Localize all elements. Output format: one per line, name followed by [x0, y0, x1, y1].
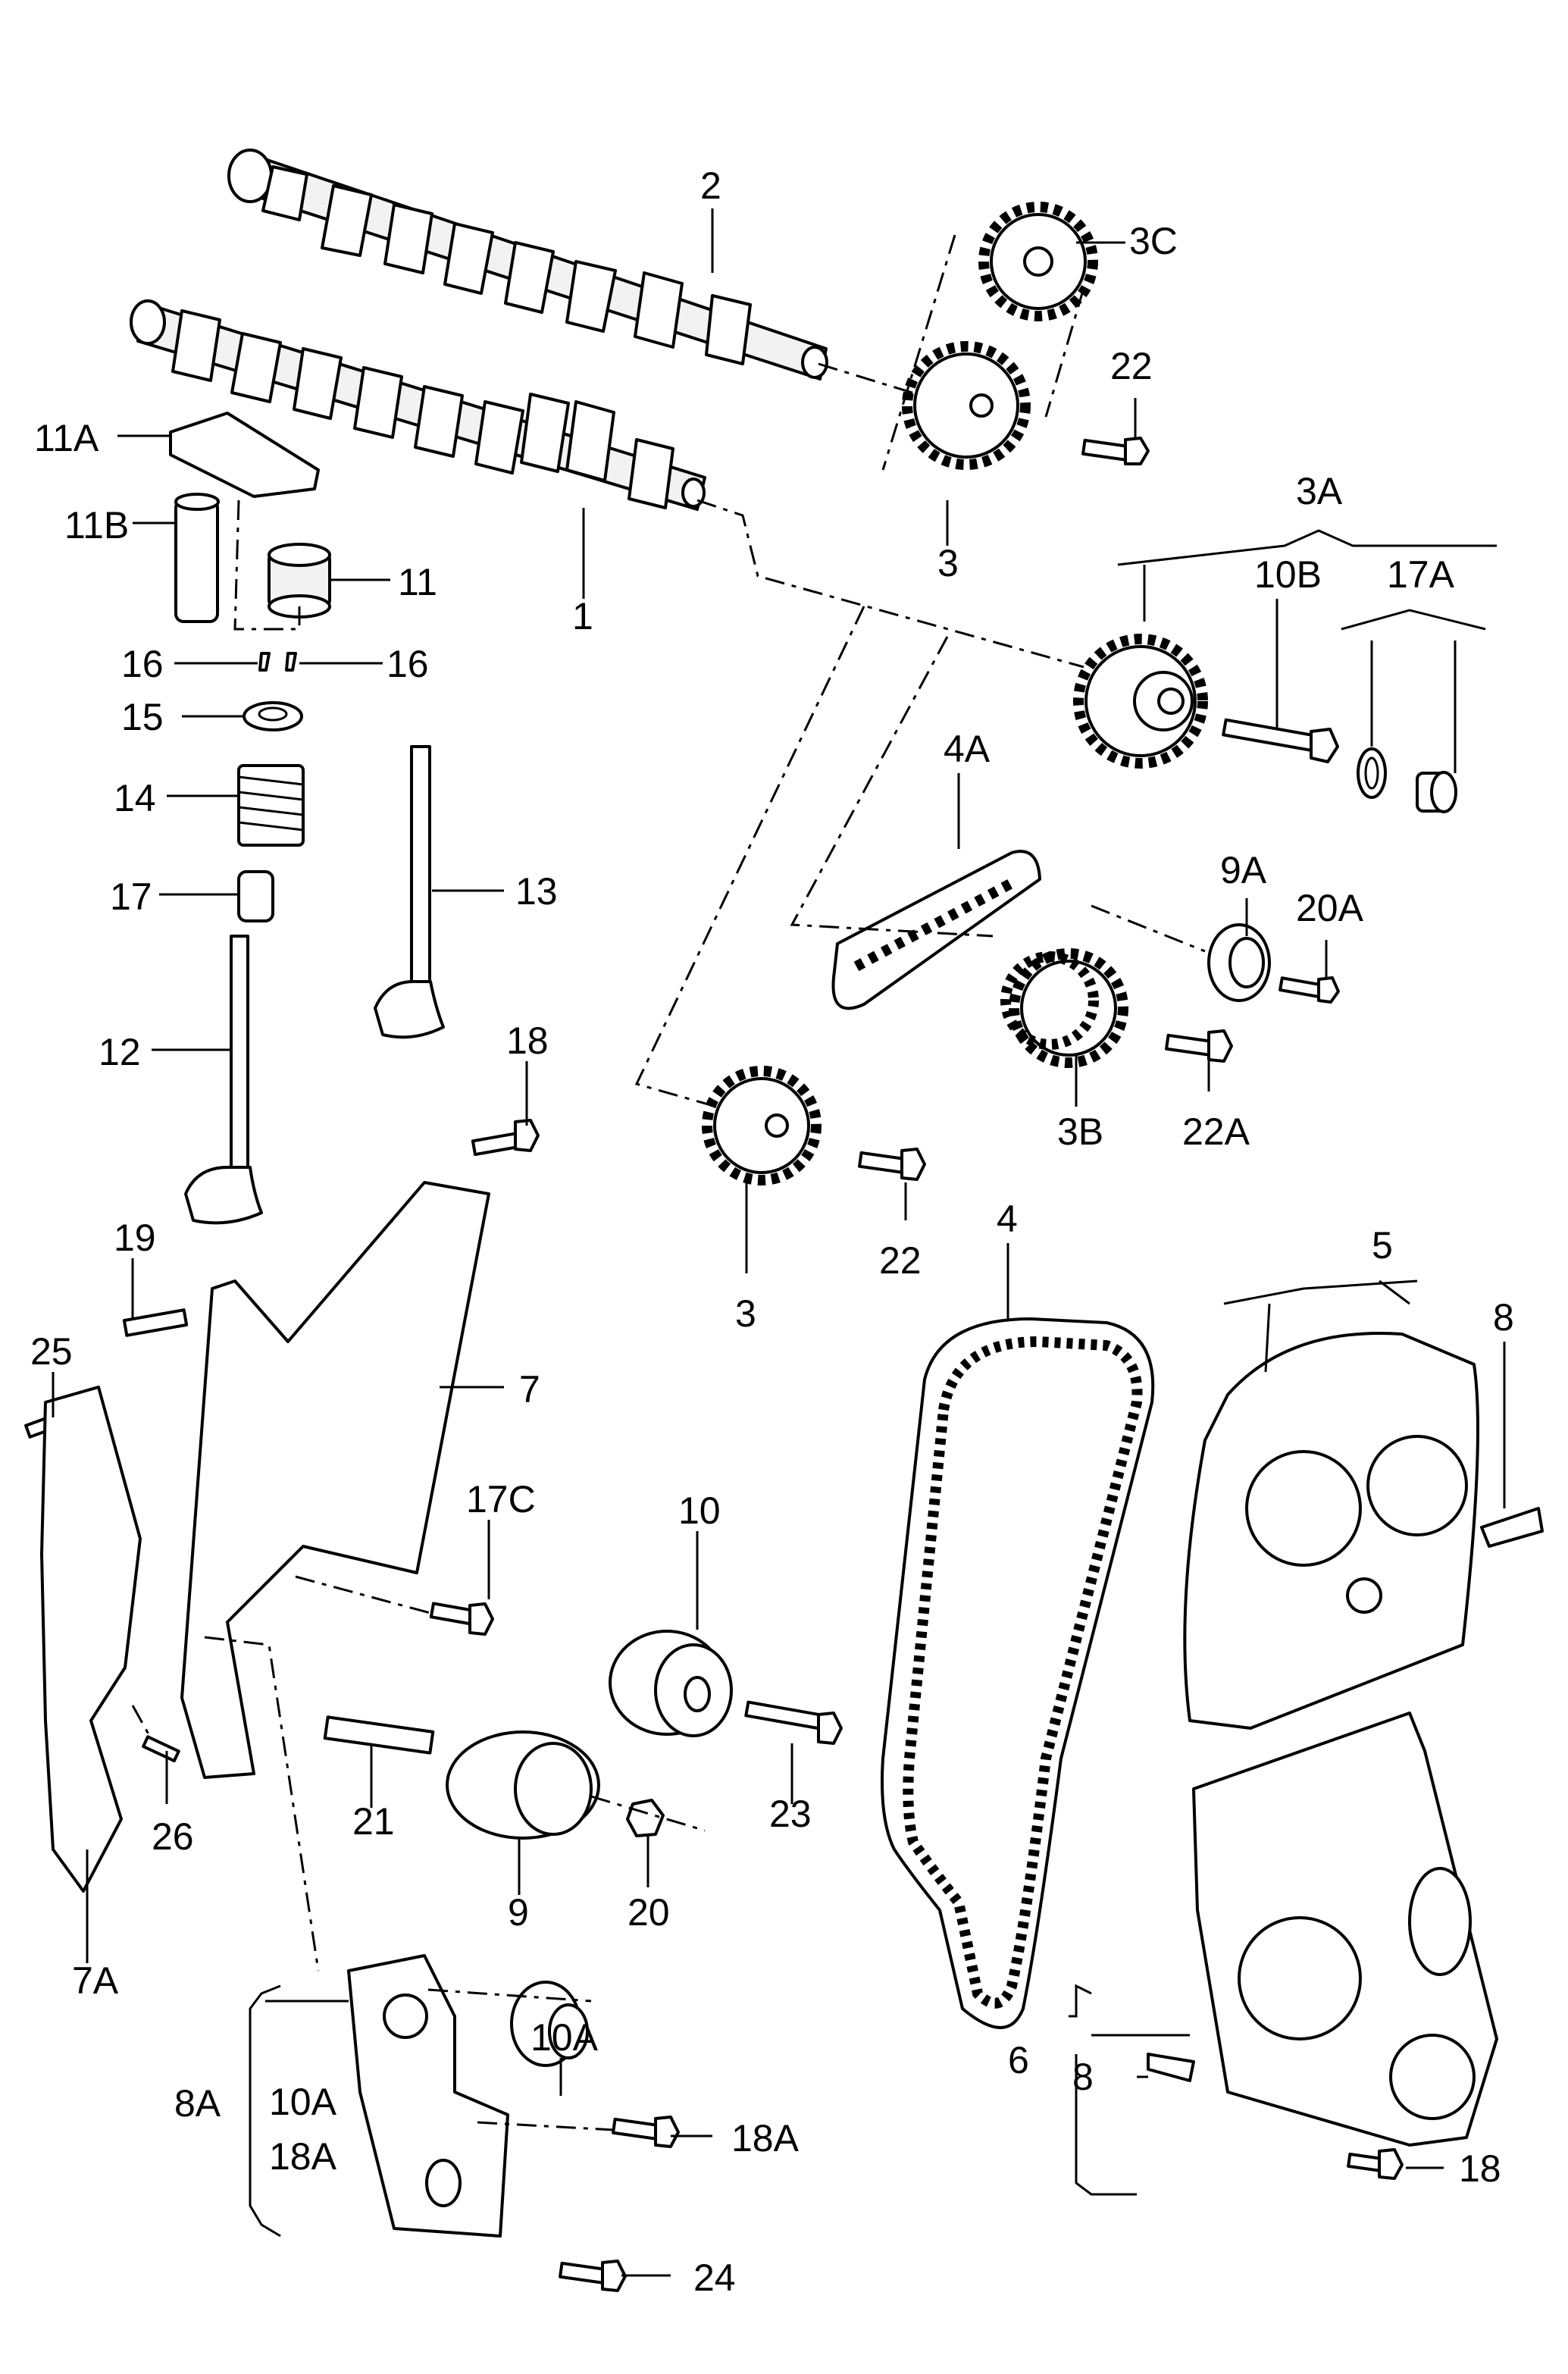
label-3B: 3B: [1057, 1110, 1103, 1153]
leader-lines: [52, 208, 1506, 2277]
bolt-18A: [612, 2116, 680, 2148]
rocker-11A: [169, 412, 320, 498]
clip-8-upper: [1480, 1507, 1544, 1548]
bolt-10B: [1222, 718, 1339, 763]
camshaft-1: [130, 299, 706, 511]
label-14: 14: [114, 777, 156, 819]
label-3-lower: 3: [735, 1292, 756, 1335]
adjuster-sprocket-3A: [1073, 634, 1208, 769]
belt-4A: [831, 850, 1041, 1010]
tensioner-9: [446, 1730, 600, 1840]
sprocket-3-lower: [702, 1066, 822, 1185]
label-11B: 11B: [64, 504, 129, 547]
bolt-18-lower: [1347, 2148, 1404, 2180]
plug-17A: [1416, 771, 1457, 813]
label-12: 12: [99, 1031, 141, 1073]
bolt-19: [122, 1308, 189, 1337]
label-22-upper: 22: [1110, 345, 1153, 387]
bolt-24: [559, 2260, 627, 2292]
label-9: 9: [508, 1891, 529, 1934]
label-4A: 4A: [944, 728, 991, 770]
bolt-22A: [1165, 1029, 1233, 1063]
label-22-lower: 22: [879, 1239, 922, 1282]
rear-cover-7: [180, 1181, 490, 1779]
bucket-11: [268, 543, 331, 619]
assembly-lines: [131, 234, 1206, 2131]
label-10A-group: 10A: [269, 2081, 337, 2123]
bolt-17C: [429, 1602, 494, 1636]
label-20: 20: [628, 1891, 670, 1934]
sprocket-3C: [978, 202, 1098, 321]
bolt-26: [142, 1735, 180, 1763]
label-17: 17: [110, 875, 152, 918]
sprocket-3B: [1000, 948, 1128, 1068]
label-6: 6: [1008, 2039, 1029, 2081]
clip-8-lower: [1147, 2053, 1195, 2082]
label-9A: 9A: [1220, 849, 1267, 891]
lower-cover-6: [1192, 1712, 1498, 2147]
label-7A: 7A: [72, 1959, 119, 2002]
label-10A-top: 10A: [530, 2016, 599, 2059]
label-8-lower: 8: [1072, 2056, 1094, 2098]
bolt-18-upper: [471, 1119, 540, 1157]
callout-labels: 2 3C 22 3 1 3A 10B 17A 4A 9A 20A 3B 22A …: [30, 164, 1514, 2299]
idler-10A: [510, 1981, 589, 2067]
label-23: 23: [769, 1793, 812, 1835]
nut-20: [626, 1799, 665, 1837]
timing-belt-4: [881, 1317, 1155, 2029]
bolt-22-upper: [1081, 437, 1150, 465]
bracket-8A: [347, 1954, 509, 2238]
label-5: 5: [1372, 1224, 1393, 1267]
label-26: 26: [152, 1815, 194, 1858]
label-18-upper: 18: [506, 1019, 549, 1062]
stud-21: [323, 1715, 435, 1755]
label-24: 24: [693, 2257, 736, 2299]
bolt-23: [744, 1700, 843, 1745]
seal-17: [237, 870, 274, 922]
label-8-upper: 8: [1493, 1296, 1514, 1339]
label-13: 13: [515, 870, 558, 913]
retainer-15: [243, 701, 303, 731]
label-7: 7: [519, 1368, 540, 1411]
tensioner-9A: [1207, 923, 1271, 1002]
label-15: 15: [121, 696, 164, 738]
label-16-left: 16: [121, 643, 164, 685]
bolt-20A: [1278, 976, 1340, 1004]
label-3-upper: 3: [937, 542, 959, 584]
upper-cover-5: [1183, 1332, 1479, 1730]
label-25: 25: [30, 1330, 73, 1373]
sprocket-3-upper: [902, 341, 1031, 470]
label-11A: 11A: [34, 417, 99, 459]
idler-10: [609, 1630, 733, 1737]
label-17C: 17C: [466, 1478, 536, 1521]
label-11: 11: [398, 561, 437, 603]
label-21: 21: [352, 1800, 395, 1843]
label-10: 10: [678, 1489, 721, 1532]
label-22A: 22A: [1182, 1110, 1250, 1153]
label-18A-right: 18A: [731, 2117, 800, 2159]
label-10B: 10B: [1254, 553, 1322, 596]
seal-ring-17A: [1357, 747, 1387, 799]
valve-13: [374, 745, 445, 1039]
spring-14: [237, 764, 305, 847]
label-16-right: 16: [387, 643, 429, 685]
valve-12: [184, 935, 263, 1225]
label-3A: 3A: [1296, 470, 1343, 512]
label-18A-group: 18A: [269, 2135, 337, 2178]
label-20A: 20A: [1296, 887, 1364, 929]
bolt-22-lower: [858, 1148, 926, 1181]
label-8A: 8A: [174, 2082, 221, 2125]
label-4: 4: [997, 1198, 1018, 1240]
label-19: 19: [114, 1217, 156, 1259]
label-1: 1: [572, 595, 593, 637]
label-17A: 17A: [1387, 553, 1455, 596]
keepers-16: [258, 652, 297, 672]
label-3C: 3C: [1129, 220, 1178, 262]
label-18-lower: 18: [1459, 2147, 1501, 2190]
lifter-11B: [174, 493, 220, 623]
camshaft-2: [227, 149, 828, 381]
label-2: 2: [700, 164, 721, 207]
cover-7A: [40, 1386, 142, 1893]
